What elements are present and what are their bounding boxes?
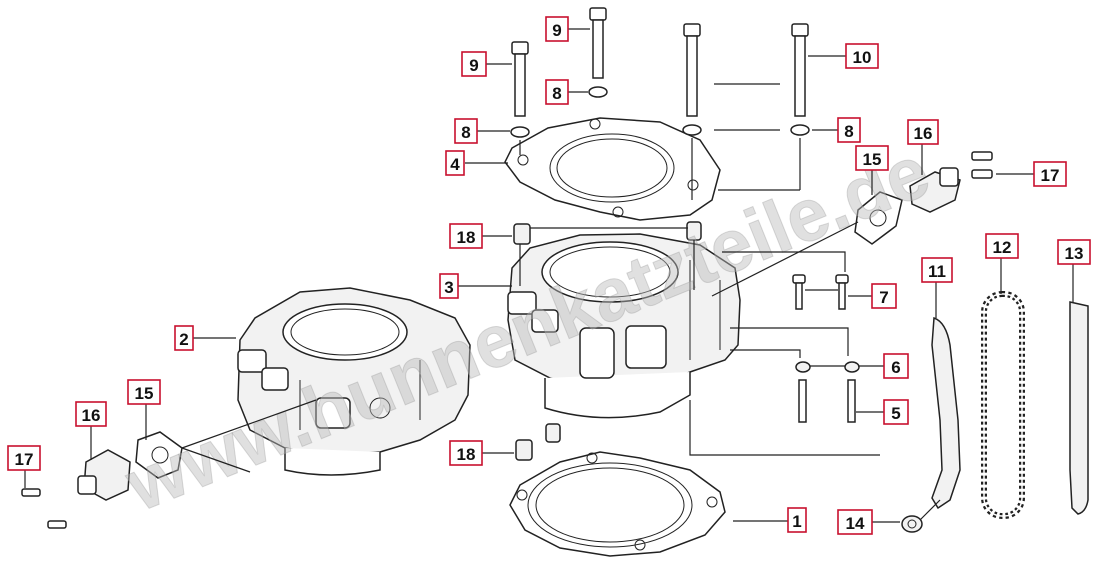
svg-text:18: 18 [457, 228, 476, 247]
svg-text:5: 5 [891, 404, 900, 423]
cylinder-left [237, 287, 471, 476]
svg-text:3: 3 [444, 278, 453, 297]
callout-8-left: 8 [454, 118, 478, 144]
svg-text:1: 1 [792, 512, 801, 531]
svg-text:4: 4 [450, 155, 460, 174]
cylinder-center [507, 233, 741, 419]
base-gasket [509, 451, 726, 557]
callout-9-left: 9 [461, 51, 487, 77]
callout-17-right: 17 [1033, 161, 1067, 187]
callout-17-left: 17 [7, 445, 41, 471]
cylinder-bolts [792, 274, 860, 423]
callout-18-lower: 18 [449, 440, 483, 466]
head-gasket [504, 117, 721, 221]
guide-bolt [901, 515, 923, 533]
callout-8-center: 8 [545, 79, 569, 105]
svg-text:17: 17 [1041, 166, 1060, 185]
head-bolts [511, 7, 809, 117]
svg-text:12: 12 [993, 238, 1012, 257]
svg-text:7: 7 [879, 288, 888, 307]
dowel-pins [513, 221, 702, 461]
callout-16-left: 16 [75, 401, 107, 427]
svg-text:9: 9 [552, 21, 561, 40]
svg-text:8: 8 [461, 123, 470, 142]
svg-text:17: 17 [15, 450, 34, 469]
svg-text:15: 15 [135, 384, 154, 403]
svg-text:16: 16 [82, 406, 101, 425]
callout-9-top: 9 [545, 16, 569, 42]
svg-text:8: 8 [552, 84, 561, 103]
callout-11: 11 [921, 257, 953, 283]
callout-18-upper: 18 [449, 223, 483, 249]
svg-text:9: 9 [469, 56, 478, 75]
svg-text:15: 15 [863, 150, 882, 169]
callout-3: 3 [439, 273, 459, 299]
callout-7: 7 [871, 283, 897, 309]
callout-8-right: 8 [837, 117, 861, 143]
callout-1: 1 [787, 507, 807, 533]
timing-chain [981, 291, 1025, 519]
callout-6: 6 [883, 353, 909, 379]
callout-15-left: 15 [127, 379, 161, 405]
chain-guide [931, 316, 961, 510]
callout-5: 5 [883, 399, 909, 425]
callout-12: 12 [985, 233, 1019, 259]
callout-16-right: 16 [907, 119, 939, 145]
callout-13: 13 [1057, 239, 1091, 265]
svg-text:11: 11 [928, 262, 946, 281]
callout-2: 2 [174, 325, 194, 351]
chain-tensioner-left [21, 431, 183, 529]
chain-slider [1069, 301, 1089, 515]
leader-lines [24, 28, 1074, 523]
svg-text:10: 10 [853, 48, 872, 67]
washers [510, 86, 810, 138]
svg-text:14: 14 [846, 514, 865, 533]
callout-10: 10 [845, 43, 879, 69]
svg-text:2: 2 [179, 330, 188, 349]
callout-4: 4 [445, 150, 465, 176]
svg-text:18: 18 [457, 445, 476, 464]
svg-text:6: 6 [891, 358, 900, 377]
svg-text:16: 16 [914, 124, 933, 143]
callout-15-right: 15 [855, 145, 889, 171]
svg-text:13: 13 [1065, 244, 1084, 263]
svg-text:8: 8 [844, 122, 853, 141]
callout-14: 14 [837, 509, 873, 535]
chain-tensioner-right [854, 151, 993, 245]
